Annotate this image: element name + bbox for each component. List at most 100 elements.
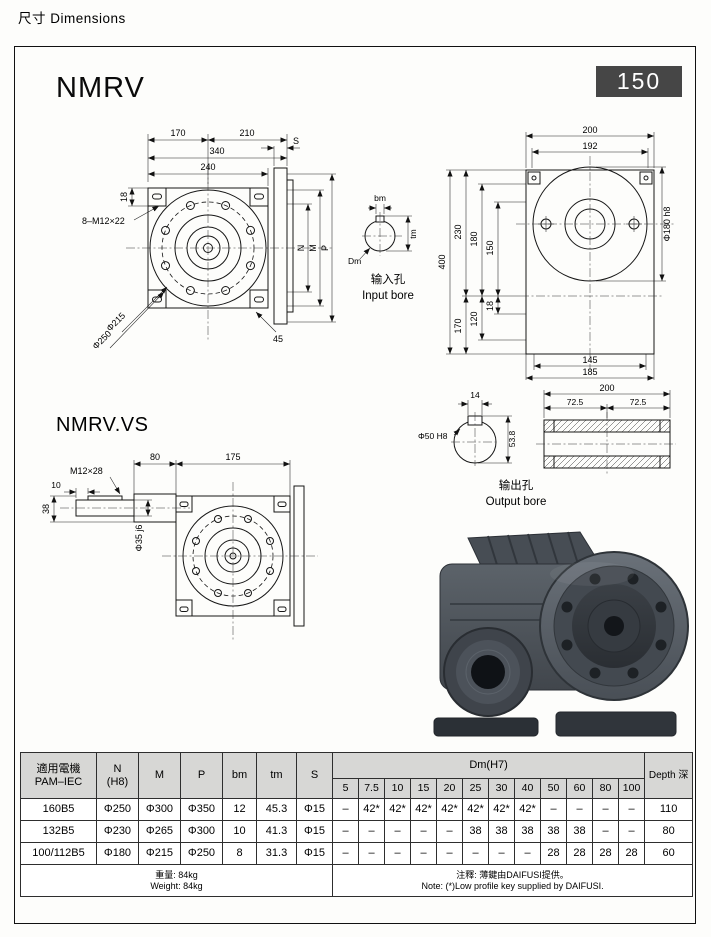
side-view-drawing: 200 192 400 230 170 180 120 150 18 145 1… [437,125,676,381]
cell: 42* [514,798,541,821]
cell: 8 [222,842,257,865]
col-header-dm-100: 100 [617,778,646,799]
cell: – [566,798,593,821]
front-view-extension-lines [128,134,336,323]
output-dim-72-5-left: 72.5 [567,397,584,407]
cell: Φ15 [296,820,333,843]
input-bore-caption-cn: 输入孔 [370,274,406,286]
cell: 38 [540,820,567,843]
vs-dim-175: 175 [225,452,240,462]
cell: – [384,820,411,843]
front-dim-240: 240 [200,162,215,172]
output-bore-caption-en: Output bore [485,496,547,509]
cell: 38 [462,820,489,843]
col-header-dm-15: 15 [410,778,437,799]
vs-dim-38: 38 [41,504,51,514]
cell: – [410,820,437,843]
col-header-dm-50: 50 [540,778,567,799]
cell: – [488,842,515,865]
side-dim-180: 180 [469,231,479,246]
front-view-drawing: 170 210 S 340 240 18 8–M12×22 Φ215 Φ250 … [82,128,336,351]
cell: – [592,798,619,821]
front-dim-170: 170 [170,128,185,138]
cell: – [617,798,646,821]
col-header-dm-group: Dm(H7) [331,752,646,779]
input-dim-bm: bm [374,193,386,203]
input-dim-tm: tm [408,229,418,238]
cell: Φ300 [138,798,181,821]
cell: – [332,820,359,843]
cell: 38 [488,820,515,843]
cell: Φ215 [138,842,181,865]
vs-dim-phi35: Φ35 j6 [134,525,144,552]
cell: 110 [644,798,694,821]
input-bore-caption: 输入孔 Input bore [346,272,430,304]
side-view-dimension-lines [447,133,665,381]
vs-view-drawing: 80 175 M12×28 10 38 Φ35 j6 [41,452,318,640]
gearbox-photo-shapes [433,531,689,737]
col-header-p: P [180,752,223,799]
cell: – [436,842,463,865]
side-dim-170: 170 [453,318,463,333]
front-dim-s: S [293,136,299,146]
col-header-dm-60: 60 [566,778,593,799]
vs-dim-10: 10 [51,480,61,490]
cell: 31.3 [256,842,297,865]
col-header-dm-20: 20 [436,778,463,799]
cell: – [540,798,567,821]
cell: 28 [540,842,567,865]
col-header-dm-30: 30 [488,778,515,799]
input-bore-drawing: bm tm Dm [348,193,418,266]
front-view-dimension-lines [109,137,335,349]
output-bore-shapes [451,390,676,474]
cell: Φ15 [296,842,333,865]
front-view-body [126,166,332,340]
side-dim-192: 192 [582,141,597,151]
output-bore-caption-cn: 输出孔 [498,480,534,492]
table-row-160b5: 160B5 Φ250 Φ300 Φ350 12 45.3 Φ15 – 42* 4… [20,798,694,821]
side-dim-phi180: Φ180 h8 [662,207,672,242]
output-dim-14: 14 [470,390,480,400]
col-header-dm-25: 25 [462,778,489,799]
col-header-n: N (H8) [96,752,139,799]
cell: 160B5 [20,798,97,821]
cell: 12 [222,798,257,821]
cell: 42* [436,798,463,821]
front-dim-18: 18 [119,192,129,202]
cell: – [617,820,646,843]
cell: 132B5 [20,820,97,843]
vs-model-title: NMRV.VS [56,414,149,436]
gearbox-photo [433,531,689,737]
cell: 28 [566,842,593,865]
front-bolt-label: 8–M12×22 [82,216,125,226]
output-dim-200: 200 [599,384,614,393]
cell: Φ180 [96,842,139,865]
front-dim-m: M [308,244,318,252]
cell: 100/112B5 [20,842,97,865]
side-dim-185: 185 [582,367,597,377]
front-dim-210: 210 [239,128,254,138]
cell: 42* [410,798,437,821]
cell: – [462,842,489,865]
cell: 42* [384,798,411,821]
vs-dim-80: 80 [150,452,160,462]
front-dim-p: P [320,245,330,251]
col-header-depth: Depth 深 [644,752,694,799]
cell: 60 [644,842,694,865]
cell: Φ265 [138,820,181,843]
vs-view-body [60,482,318,640]
cell: – [358,820,385,843]
col-header-m: M [138,752,181,799]
vs-view-dimension-lines [51,461,291,523]
side-view-extension-lines [446,132,666,380]
input-bore-caption-en: Input bore [362,290,414,303]
cell: 28 [617,842,646,865]
col-header-s: S [296,752,333,799]
weight-note: 重量: 84kg Weight: 84kg [20,864,333,897]
side-dim-200: 200 [582,125,597,135]
cell: – [436,820,463,843]
cell: Φ250 [96,798,139,821]
table-row-132b5: 132B5 Φ230 Φ265 Φ300 10 41.3 Φ15 – – – –… [20,820,694,843]
output-dim-phi50: Φ50 H8 [418,431,448,441]
